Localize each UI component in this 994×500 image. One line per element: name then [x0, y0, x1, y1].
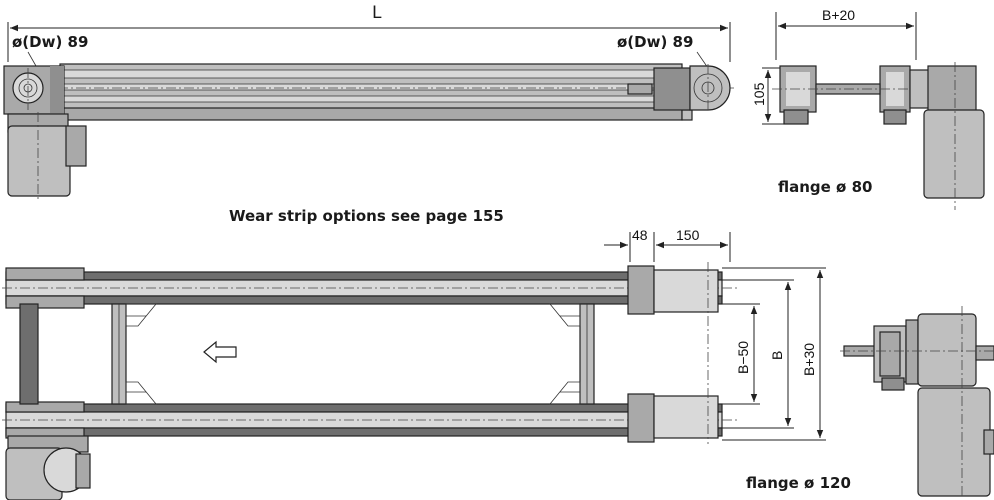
motor-80-icon [923, 109, 985, 199]
end-view-flange-120: flange ø 120 [746, 306, 994, 498]
flange-120-label: flange ø 120 [746, 474, 851, 492]
gear-box-120 [917, 313, 977, 387]
height-105-label: 105 [751, 82, 767, 106]
dim-150-label: 150 [676, 227, 700, 243]
width-b-label: B [769, 351, 785, 360]
side-view: L ø(Dw) 89 ø(Dw) 89 [3, 3, 735, 200]
wear-strip-note: Wear strip options see page 155 [229, 207, 504, 225]
gear-box-80 [909, 69, 931, 109]
flange-120-plate [905, 319, 919, 385]
right-pulley-icon [689, 65, 731, 111]
flange-80-label: flange ø 80 [778, 178, 872, 196]
right-pulley-housing [653, 67, 691, 111]
plan-view: 48 150 [2, 227, 826, 500]
end-view-flange-80: B+20 105 flange ø 80 [751, 7, 985, 210]
pulley-right-label: ø(Dw) 89 [617, 33, 693, 51]
lower-rail [5, 403, 723, 413]
length-label: L [372, 3, 382, 23]
width-b50-label: B−50 [735, 341, 751, 374]
upper-rail [5, 271, 723, 281]
width-b30-label: B+30 [801, 343, 817, 376]
left-motor-icon [7, 125, 71, 197]
dim-48-label: 48 [632, 227, 648, 243]
left-end-bar [19, 303, 39, 405]
pulley-left-label: ø(Dw) 89 [12, 33, 88, 51]
width-b20-label: B+20 [822, 7, 855, 23]
motor-120-icon [917, 387, 991, 497]
direction-arrow-icon [203, 340, 237, 364]
